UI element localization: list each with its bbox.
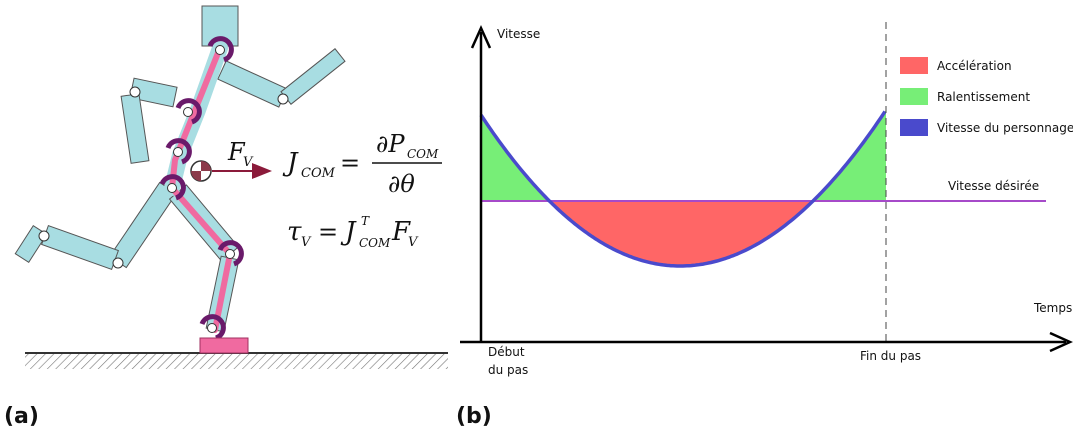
panel-a: F V J COM = ∂P COM ∂θ τ V = J T COM F V bbox=[14, 5, 448, 369]
torque-lhs: τ bbox=[287, 217, 302, 247]
force-label-sub: V bbox=[243, 155, 254, 170]
joint-torque-arrow-4 bbox=[217, 240, 244, 267]
ground-hatch bbox=[25, 353, 448, 369]
jacobian-numerator: ∂P bbox=[376, 130, 405, 158]
joint-2 bbox=[173, 147, 183, 157]
start-label-line1: Début bbox=[488, 345, 525, 359]
joint-4 bbox=[225, 249, 235, 259]
character-body bbox=[14, 5, 346, 341]
deceleration-region-left bbox=[481, 115, 550, 202]
joint-torque-arrow-0 bbox=[207, 36, 234, 63]
joint-0 bbox=[215, 45, 225, 55]
limb-joint-2 bbox=[112, 257, 124, 269]
legend-label-deceleration: Ralentissement bbox=[937, 90, 1030, 104]
character-speed-curve bbox=[479, 110, 887, 268]
legend-swatch-deceleration bbox=[900, 88, 928, 105]
limb-joint-0 bbox=[129, 86, 141, 98]
torque-lhs-sub: V bbox=[301, 235, 312, 250]
y-axis-label: Vitesse bbox=[497, 27, 540, 41]
torque-jacobian-sup: T bbox=[361, 214, 370, 228]
foot bbox=[199, 337, 249, 354]
joint-torque-arrow-3 bbox=[159, 174, 186, 201]
panel-b-label: (b) bbox=[456, 404, 492, 429]
joint-3 bbox=[167, 183, 177, 193]
back-thigh bbox=[109, 181, 177, 269]
legend-label-speed: Vitesse du personnage bbox=[937, 121, 1073, 135]
left-forearm bbox=[120, 93, 150, 164]
force-label: F bbox=[227, 138, 246, 166]
right-upper-arm bbox=[217, 60, 288, 108]
legend-label-acceleration: Accélération bbox=[937, 59, 1012, 73]
torque-jacobian: J bbox=[340, 217, 357, 247]
panel-b: Vitesse Temps Début du pas Fin du pas Vi… bbox=[460, 22, 1073, 377]
end-label: Fin du pas bbox=[860, 349, 921, 363]
deceleration-region-right bbox=[812, 110, 886, 202]
jacobian-numerator-sub: COM bbox=[407, 147, 439, 161]
joint-1 bbox=[183, 107, 193, 117]
torque-force-sub: V bbox=[408, 235, 419, 250]
joint-5 bbox=[207, 323, 217, 333]
jacobian-denominator: ∂θ bbox=[388, 170, 415, 198]
start-label-line2: du pas bbox=[488, 363, 528, 377]
joint-torque-arrow-2 bbox=[165, 138, 192, 165]
y-axis-arrow bbox=[470, 24, 492, 49]
torque-equals: = bbox=[318, 218, 338, 246]
torque-jacobian-sub: COM bbox=[359, 236, 391, 250]
spine bbox=[169, 45, 233, 333]
panel-a-label: (a) bbox=[4, 404, 39, 429]
x-axis-arrow bbox=[1049, 331, 1073, 353]
right-forearm bbox=[280, 48, 346, 105]
torque-force: F bbox=[391, 217, 411, 247]
jacobian-lhs-sub: COM bbox=[301, 166, 336, 181]
back-shin bbox=[40, 224, 120, 271]
legend: Accélération Ralentissement Vitesse du p… bbox=[900, 57, 1073, 136]
com-marker bbox=[190, 160, 212, 182]
jacobian-equals: = bbox=[340, 149, 360, 177]
limb-joint-3 bbox=[38, 230, 50, 242]
joint-torque-arrow-5 bbox=[199, 314, 226, 341]
legend-swatch-speed bbox=[900, 119, 928, 136]
desired-speed-label: Vitesse désirée bbox=[948, 179, 1039, 193]
limb-joint-1 bbox=[277, 93, 289, 105]
legend-swatch-acceleration bbox=[900, 57, 928, 74]
jacobian-lhs: J bbox=[282, 148, 299, 178]
joint-torque-arrow-1 bbox=[175, 98, 202, 125]
x-axis-label: Temps bbox=[1033, 301, 1072, 315]
